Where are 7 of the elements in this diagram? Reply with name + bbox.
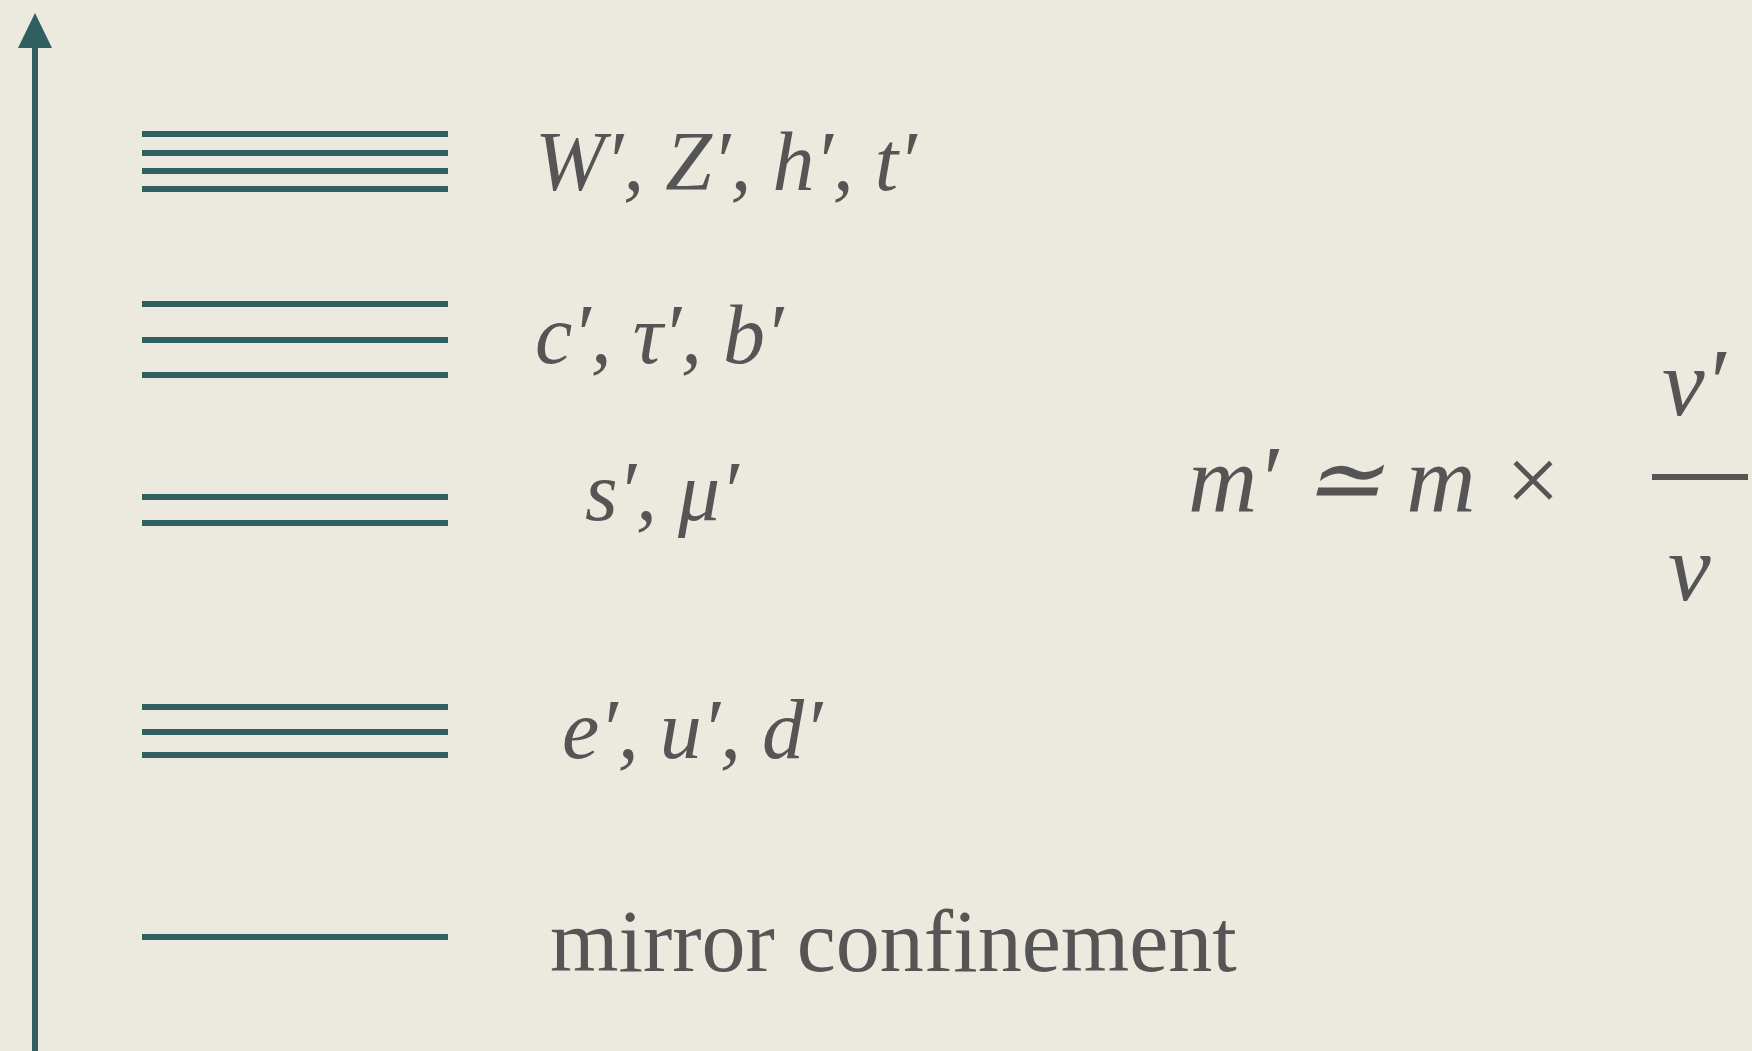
particle-label: c′, τ′, b′ (535, 293, 784, 377)
particle-label: W′, Z′, h′, t′ (535, 120, 917, 204)
particle-label: e′, u′, d′ (562, 688, 823, 772)
formula-numerator: v′ (1662, 335, 1726, 431)
mass-formula: m′ ≃ m × (1188, 432, 1565, 528)
formula-denominator: v (1668, 520, 1711, 616)
level-label: mirror confinement (550, 898, 1237, 986)
